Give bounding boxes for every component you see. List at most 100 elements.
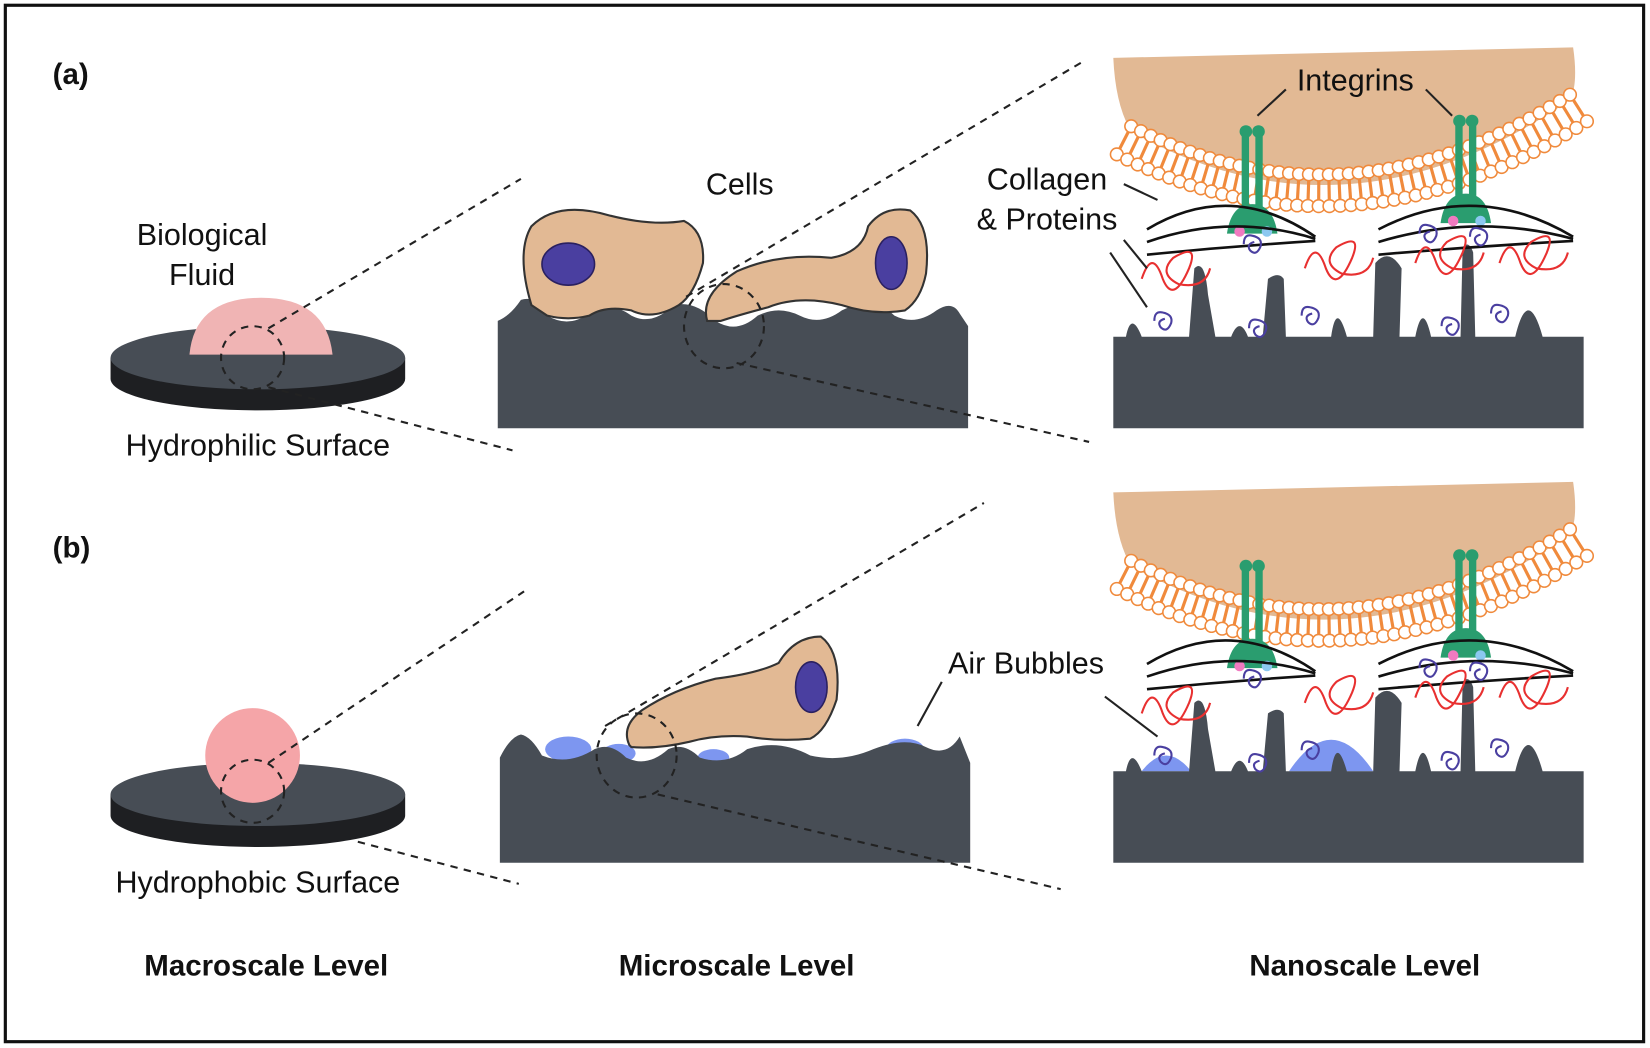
ligand-site: [1234, 660, 1245, 672]
leader-line: [1109, 251, 1148, 308]
lipid-tail: [1357, 613, 1363, 633]
integrin-alpha: [1241, 128, 1250, 213]
panel-b-tag: (b): [53, 532, 91, 565]
lipid-head: [1547, 133, 1563, 148]
collagen-fiber: [1378, 225, 1574, 244]
lipid-tail: [1398, 607, 1406, 627]
panel-b: (b) Hydrophobic Surface Air Bubbles: [53, 481, 1595, 899]
lipid-tail: [1222, 603, 1230, 623]
cells-label: Cells: [706, 168, 774, 202]
lipid-tail: [1561, 540, 1575, 558]
globular-protein: [1418, 223, 1438, 244]
lipid-tail: [1264, 177, 1270, 197]
nucleus: [874, 235, 908, 291]
collagen-label: & Proteins: [977, 202, 1118, 236]
globular-protein: [1153, 311, 1173, 331]
lipid-tail: [1138, 575, 1150, 594]
cell: [705, 208, 929, 322]
ligand-site: [1234, 226, 1245, 237]
lipid-tail: [1232, 606, 1240, 626]
lipid-tail: [1378, 610, 1384, 631]
lipid-tail: [1572, 99, 1585, 117]
zoom-line: [657, 793, 1061, 891]
lipid-head: [1537, 573, 1552, 588]
integrin-head: [1465, 114, 1479, 128]
panel-a: (a) Biological Fluid Hydrophilic Surface…: [53, 47, 1595, 463]
lipid-tail: [1572, 533, 1585, 552]
lipid-tail: [1439, 162, 1448, 182]
lipid-tail: [1138, 140, 1150, 160]
micro-hydrophilic: Cells: [497, 60, 1090, 443]
integrin-foot: [1440, 628, 1492, 658]
nucleus: [794, 661, 828, 714]
lipid-tail: [1520, 563, 1533, 582]
leader-line: [1256, 88, 1287, 117]
protein: [1498, 235, 1569, 275]
integrin-head: [1252, 559, 1265, 573]
lipid-tail: [1128, 136, 1140, 155]
lipid-tail: [1211, 166, 1220, 186]
lipid-tail: [1118, 565, 1130, 585]
lipid-head: [1547, 567, 1563, 583]
lipid-head: [1569, 555, 1584, 570]
lipid-tail: [1295, 180, 1301, 200]
fluid-droplet-bead: [205, 708, 300, 803]
lipid-tail: [1201, 598, 1210, 618]
microscale-label: Microscale Level: [619, 949, 855, 982]
nano-hydrophobic: [1109, 481, 1595, 863]
lipid-tail: [1232, 171, 1240, 191]
integrin-beta: [1468, 552, 1477, 637]
globular-protein: [1242, 668, 1262, 689]
lipid-head: [1558, 127, 1573, 142]
integrins-label: Integrins: [1297, 63, 1414, 97]
micro-hydrophobic: [499, 502, 1061, 891]
cell: [522, 208, 705, 320]
macro-hydrophobic: Hydrophobic Surface: [110, 590, 525, 899]
lipid-head: [1579, 114, 1595, 129]
globular-protein: [1300, 305, 1320, 326]
ligand-site: [1447, 650, 1459, 661]
collagen-fiber: [1377, 639, 1574, 673]
lipid-tail: [1149, 145, 1160, 164]
nano-hydrophilic: [1109, 47, 1595, 429]
lipid-tail: [1541, 552, 1554, 571]
lipid-tail: [1264, 611, 1270, 631]
disk-top: [110, 326, 406, 390]
globular-protein: [1242, 234, 1262, 254]
lipid-tail: [1180, 157, 1190, 177]
ligand-site: [1475, 215, 1486, 227]
surface-label: Hydrophilic Surface: [126, 429, 390, 463]
globular-protein: [1247, 753, 1268, 773]
lipid-tail: [1561, 105, 1575, 124]
lipid-tail: [1500, 573, 1512, 592]
lipid-tail: [1149, 579, 1160, 599]
protein: [1498, 669, 1569, 710]
lipid-tail: [1479, 582, 1491, 601]
lipid-tail: [1347, 179, 1353, 199]
lipid-tail: [1367, 612, 1374, 632]
lipid-head: [1537, 139, 1552, 154]
leader-line: [1123, 239, 1148, 269]
integrin-head: [1239, 125, 1253, 138]
leader-line: [1123, 183, 1158, 201]
lipid-tail: [1306, 615, 1311, 635]
air-bubble: [1289, 739, 1374, 772]
globular-protein: [1440, 750, 1460, 771]
lipid-tail: [1274, 612, 1280, 633]
lipid-tail: [1169, 588, 1180, 607]
ligand-site: [1475, 650, 1486, 661]
zoom-circle: [595, 712, 678, 799]
protein: [1414, 235, 1485, 275]
collagen-label: Collagen: [987, 162, 1107, 196]
lipid-tail: [1378, 176, 1384, 196]
nucleus: [541, 242, 596, 286]
fluid-label: Biological: [137, 218, 268, 252]
macro-hydrophilic: Biological Fluid Hydrophilic Surface: [110, 177, 522, 463]
lipid-head: [1552, 93, 1567, 109]
lipid-tail: [1118, 131, 1130, 150]
lipid-tail: [1531, 123, 1543, 142]
fluid-label: Fluid: [169, 258, 235, 292]
lipid-tail: [1479, 147, 1491, 167]
lipid-tail: [1337, 614, 1342, 635]
